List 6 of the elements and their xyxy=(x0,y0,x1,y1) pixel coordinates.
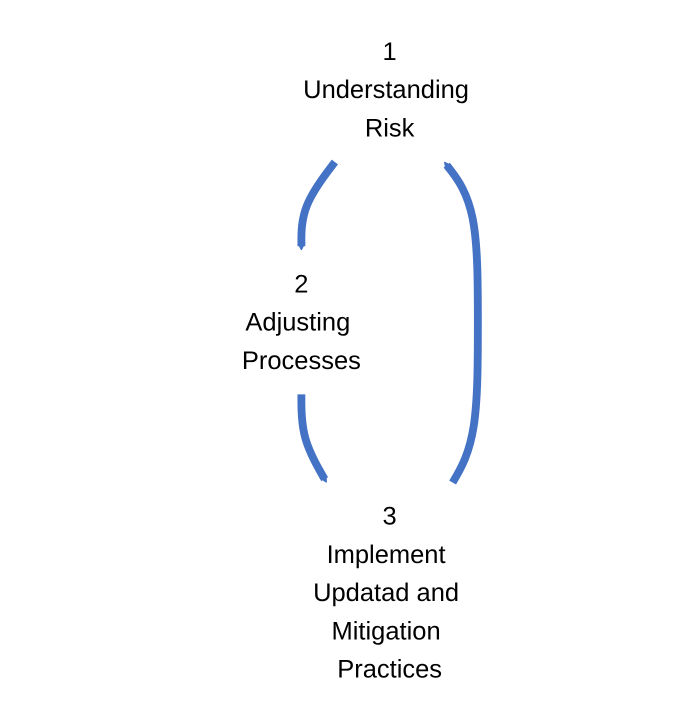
node-text: 1 Understanding Risk xyxy=(303,36,469,142)
node-text: 3 Implement Updatad and Mitigation Practices xyxy=(313,501,460,684)
arrow xyxy=(297,394,328,483)
arrow xyxy=(444,162,482,484)
node-text: 2 Adjusting Processes xyxy=(242,268,361,375)
arrow xyxy=(297,160,338,251)
